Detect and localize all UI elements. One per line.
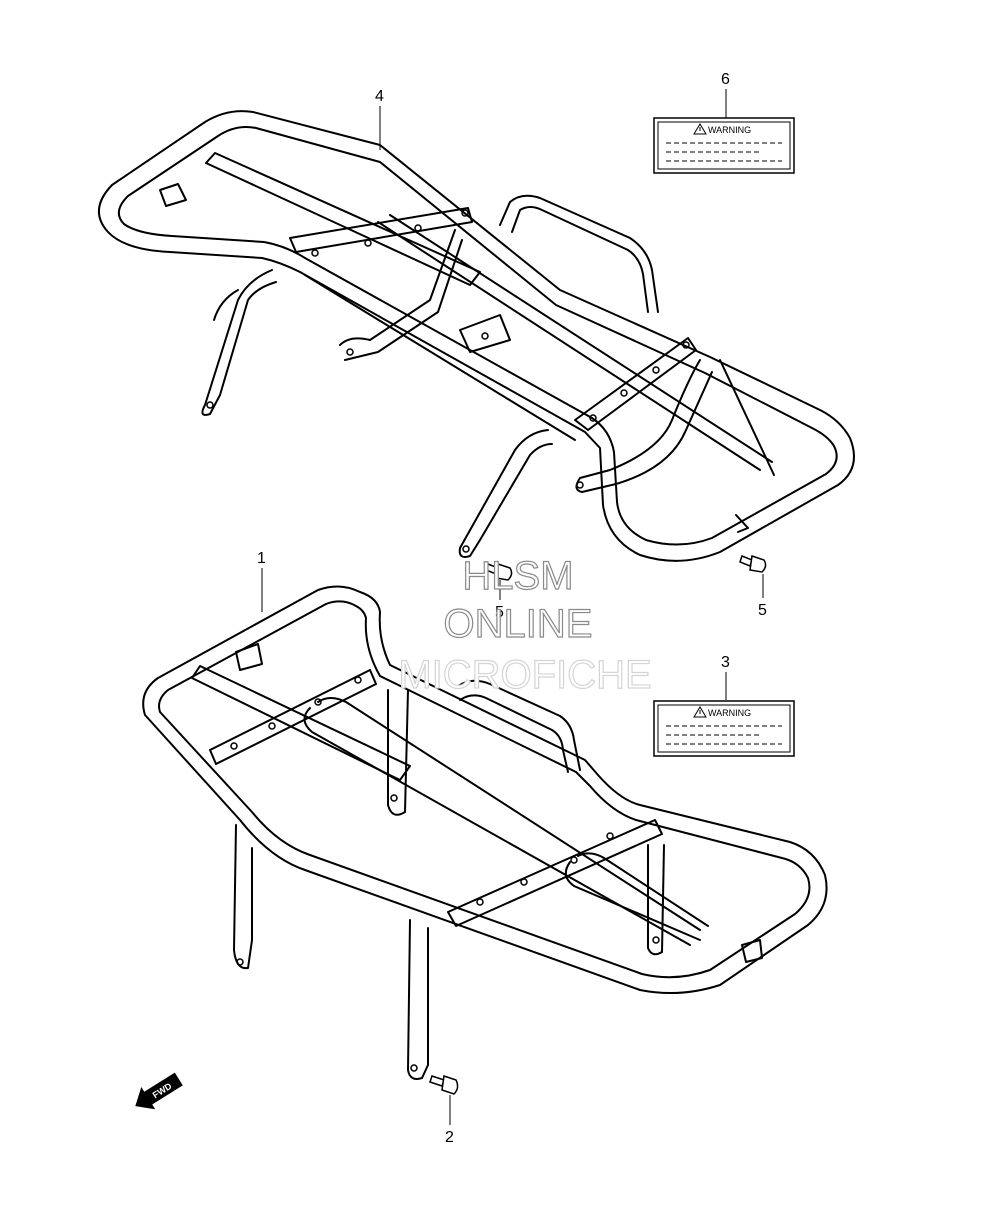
warning-triangle-icon — [693, 706, 707, 718]
watermark-line-1: HLSM — [462, 554, 573, 598]
callout-part-1[interactable]: 1 — [257, 550, 266, 567]
callout-part-5-middle[interactable]: 5 — [495, 604, 504, 621]
watermark-line-3: MICROFICHE — [398, 653, 651, 697]
callout-part-2[interactable]: 2 — [445, 1129, 454, 1146]
callout-part-6[interactable]: 6 — [721, 71, 730, 88]
warning-label-text: WARNING — [708, 708, 751, 718]
leader-lines — [261, 89, 764, 1125]
rear-carrier-part-4[interactable] — [98, 110, 855, 562]
bolt-middle-part-5[interactable] — [485, 563, 513, 581]
callout-part-5-right[interactable]: 5 — [758, 602, 767, 619]
bolt-upper-part-5[interactable] — [739, 555, 767, 573]
front-carrier-part-1[interactable] — [142, 585, 828, 1080]
warning-label-part-6[interactable]: WARNING — [653, 117, 795, 174]
warning-triangle-icon — [693, 123, 707, 135]
callout-part-4[interactable]: 4 — [375, 88, 384, 105]
bolt-part-2[interactable] — [429, 1075, 459, 1095]
callout-part-3[interactable]: 3 — [721, 654, 730, 671]
forward-arrow-icon: FWD — [135, 1072, 183, 1110]
warning-label-text: WARNING — [708, 125, 751, 135]
watermark-line-2: ONLINE — [444, 602, 593, 646]
warning-label-part-3[interactable]: WARNING — [653, 700, 795, 757]
